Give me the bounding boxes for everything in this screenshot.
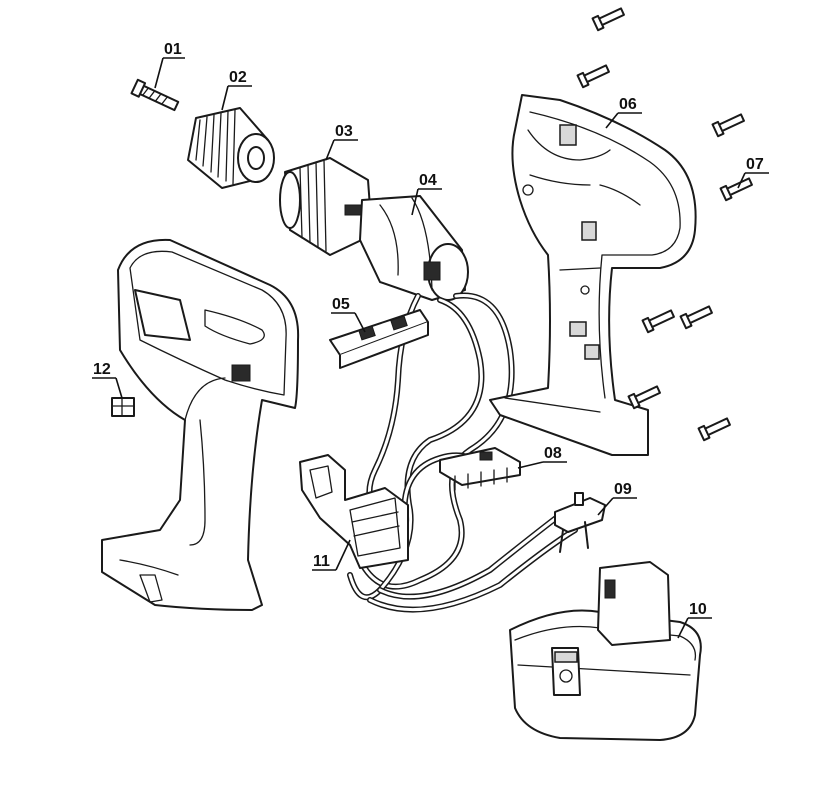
label-12: 12 [92, 361, 123, 399]
part-05-switch [329, 309, 429, 369]
part-07-screws [576, 7, 753, 442]
part-03-gearbox [279, 157, 373, 256]
label-03-text: 03 [335, 123, 353, 140]
part-01-screw [130, 78, 180, 112]
label-01-text: 01 [164, 41, 182, 58]
label-06: 06 [605, 96, 642, 129]
label-12-text: 12 [93, 361, 111, 378]
label-07: 07 [737, 156, 769, 189]
part-02-chuck [187, 107, 275, 189]
label-11: 11 [312, 539, 351, 571]
label-04-text: 04 [419, 172, 437, 189]
label-02-text: 02 [229, 69, 247, 86]
label-08: 08 [517, 445, 567, 469]
part-08-led-board [439, 447, 521, 491]
label-07-text: 07 [746, 156, 764, 173]
part-labels: 01 02 03 04 05 06 07 08 09 10 11 12 [92, 41, 769, 639]
label-06-text: 06 [619, 96, 637, 113]
label-03: 03 [325, 123, 358, 161]
part-12-clip [111, 397, 135, 417]
label-10: 10 [677, 601, 712, 639]
label-05-text: 05 [332, 296, 350, 313]
part-04-motor [359, 195, 469, 301]
label-01: 01 [154, 41, 185, 89]
part-06-housing-right [489, 94, 697, 456]
label-09-text: 09 [614, 481, 632, 498]
label-11-text: 11 [313, 553, 330, 570]
part-10-battery [509, 561, 702, 741]
label-08-text: 08 [544, 445, 562, 462]
part-09-terminal [554, 492, 606, 553]
label-09: 09 [597, 481, 637, 516]
label-04: 04 [411, 172, 442, 216]
label-10-text: 10 [689, 601, 707, 618]
housing-left [101, 238, 300, 611]
label-05: 05 [331, 296, 366, 333]
label-02: 02 [221, 69, 252, 111]
part-11-trigger-switch [299, 454, 409, 569]
